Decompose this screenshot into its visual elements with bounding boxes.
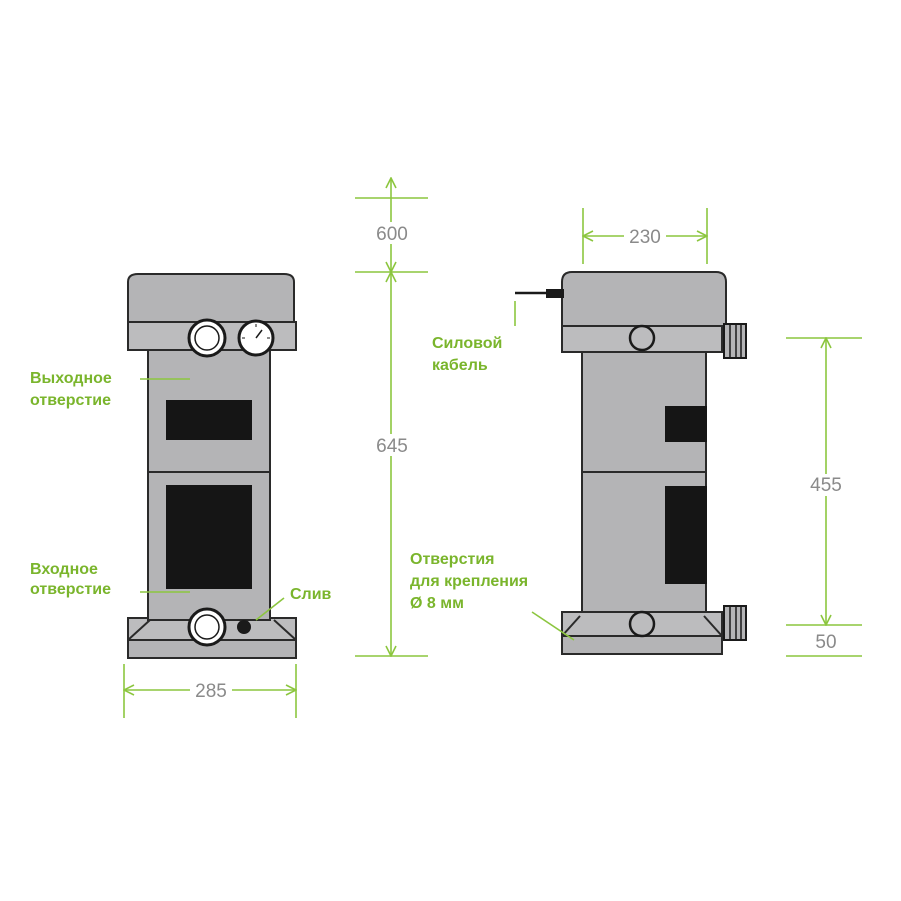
- power-cable-label-line1: Силовой: [432, 335, 502, 352]
- side-base-plate: [561, 635, 723, 655]
- front-top-cap: [127, 273, 295, 323]
- side-upper-window: [665, 406, 707, 442]
- outlet-label-line2: отверстие: [30, 392, 111, 409]
- outlet-label-line1: Выходное: [30, 370, 112, 387]
- mounting-label-line2: для крепления: [410, 573, 528, 590]
- drain-label: Слив: [290, 586, 332, 603]
- dim-base-height: 50: [815, 632, 836, 653]
- side-inlet-port: [628, 610, 656, 638]
- dim-connection-spacing: 455: [810, 475, 842, 496]
- front-view: [127, 273, 297, 659]
- dim-width-side: 230: [629, 227, 661, 248]
- mounting-label-line3: Ø 8 мм: [410, 595, 464, 612]
- side-outlet-port: [628, 324, 656, 352]
- side-lower-flange: [561, 611, 723, 637]
- dim-width-front: 285: [195, 681, 227, 702]
- dim-clearance-top: 600: [376, 224, 408, 245]
- mounting-leader: [531, 611, 575, 641]
- side-view: [515, 271, 747, 655]
- dim-height-total: 645: [376, 436, 408, 457]
- mounting-label-line1: Отверстия: [410, 551, 494, 568]
- side-upper-flange: [561, 325, 723, 353]
- power-cable-label-line2: кабель: [432, 357, 488, 374]
- cable-gland: [546, 289, 564, 298]
- callouts: Выходное отверстие Входное отверстие Сли…: [30, 335, 528, 612]
- side-top-cap: [561, 271, 727, 327]
- drain-leader: [255, 597, 285, 621]
- front-foot-braces: [127, 619, 297, 641]
- front-lower-window: [166, 485, 252, 589]
- inlet-label-line2: отверстие: [30, 581, 111, 598]
- dimension-values: 600 645 285 230 455 50: [190, 222, 846, 702]
- inlet-label-line1: Входное: [30, 561, 98, 578]
- drain-valve: [237, 620, 251, 634]
- front-upper-window: [166, 400, 252, 440]
- side-lower-window: [665, 486, 707, 584]
- lower-connector: [723, 605, 747, 641]
- upper-connector: [723, 323, 747, 359]
